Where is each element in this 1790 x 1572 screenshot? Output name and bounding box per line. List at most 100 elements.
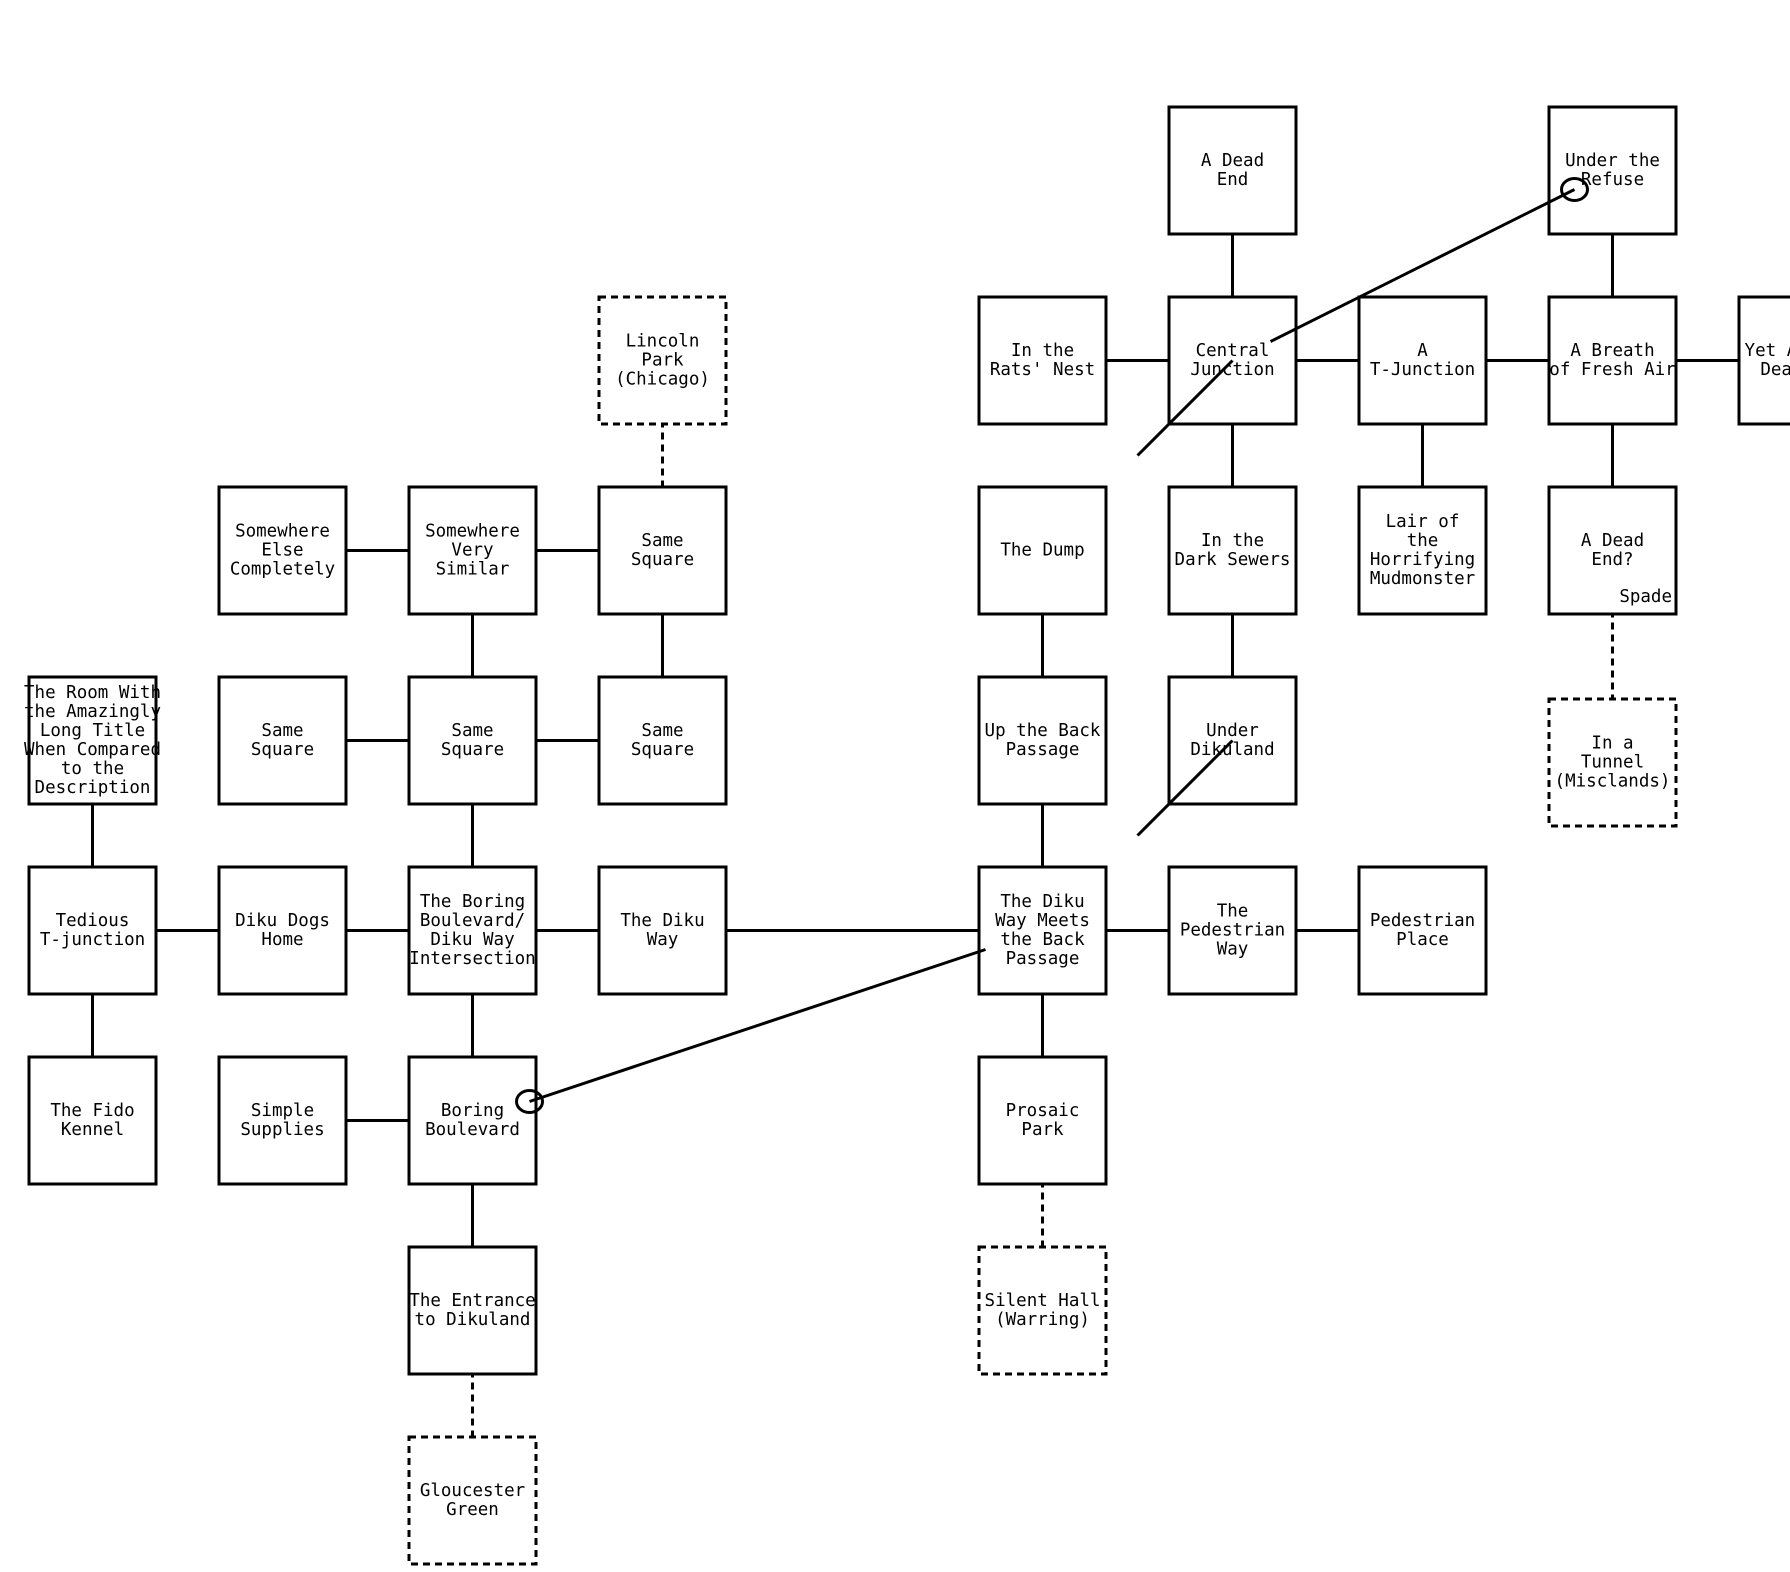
room-label: A: [1417, 341, 1428, 361]
room-label: Same: [451, 721, 493, 741]
room-label: Way: [647, 930, 679, 950]
room-box: [217, 675, 348, 806]
room-label: Prosaic: [1006, 1101, 1080, 1121]
room-label: Passage: [1006, 740, 1080, 760]
external-room[interactable]: Silent Hall(Warring): [977, 1245, 1108, 1376]
room-box: [1357, 865, 1488, 996]
room-box: [27, 1055, 158, 1186]
room[interactable]: Yet AnotherDead End: [1737, 295, 1790, 426]
room-label: Pedestrian: [1180, 921, 1285, 941]
room-box: [217, 485, 348, 616]
room-label: Kennel: [61, 1120, 124, 1140]
room-box: [977, 485, 1108, 616]
room-label: Boulevard: [425, 1120, 520, 1140]
room-label: The Diku: [620, 911, 704, 931]
room-label: Under: [1206, 721, 1259, 741]
room-box: [407, 1055, 538, 1186]
room-label: T-junction: [40, 930, 145, 950]
room-label: Passage: [1006, 949, 1080, 969]
room-box: [1547, 105, 1678, 236]
room-label: A Dead: [1201, 151, 1264, 171]
portal-link: [529, 948, 986, 1103]
portal-marker-icon: [1560, 177, 1589, 202]
room-label: Boulevard/: [420, 911, 525, 931]
room-label: Somewhere: [425, 522, 520, 542]
room-box: [407, 1435, 538, 1566]
room-label: The Entrance: [409, 1291, 535, 1311]
room-label: In a: [1591, 734, 1633, 754]
room-label: Lair of: [1386, 512, 1460, 532]
room-label: Central: [1196, 341, 1270, 361]
room-box: [407, 865, 538, 996]
room-box: [1547, 485, 1678, 616]
room-label: Very: [451, 541, 493, 561]
room-label: the: [1407, 531, 1439, 551]
room-label: A Dead: [1581, 531, 1644, 551]
room-label: Dead End: [1760, 360, 1790, 380]
room-box: [27, 675, 158, 806]
room-label: Square: [441, 740, 504, 760]
room-label: Up the Back: [985, 721, 1101, 741]
room-label: Place: [1396, 930, 1449, 950]
room-box: [217, 1055, 348, 1186]
room-label: (Warring): [995, 1310, 1090, 1330]
room-label: to Dikuland: [415, 1310, 531, 1330]
room-box: [1167, 485, 1298, 616]
room-label: Description: [35, 778, 151, 798]
room-label: Way Meets: [995, 911, 1090, 931]
room-label: Yet Another: [1745, 341, 1790, 361]
room-label: Square: [631, 740, 694, 760]
room-label: The Diku: [1000, 892, 1084, 912]
room[interactable]: The Dump: [977, 485, 1108, 616]
room-label: Green: [446, 1500, 499, 1520]
room-label: (Misclands): [1555, 772, 1671, 792]
room-label: Horrifying: [1370, 550, 1475, 570]
room-box: [407, 485, 538, 616]
room-label: The Dump: [1000, 541, 1084, 561]
room-label: The Fido: [50, 1101, 134, 1121]
room-box: [597, 295, 728, 426]
room[interactable]: AT-Junction: [1357, 295, 1488, 426]
room-label: Similar: [436, 560, 510, 580]
map-links: [91, 170, 1790, 1501]
room-label: The Boring: [420, 892, 525, 912]
room-label: Boring: [441, 1101, 504, 1121]
room-label: Park: [1021, 1120, 1064, 1140]
room-label: In the: [1201, 531, 1264, 551]
room-label: In the: [1011, 341, 1074, 361]
room-label: End: [1217, 170, 1249, 190]
room-label: T-Junction: [1370, 360, 1475, 380]
room-label: the Amazingly: [24, 702, 161, 722]
room-label: Simple: [251, 1101, 314, 1121]
